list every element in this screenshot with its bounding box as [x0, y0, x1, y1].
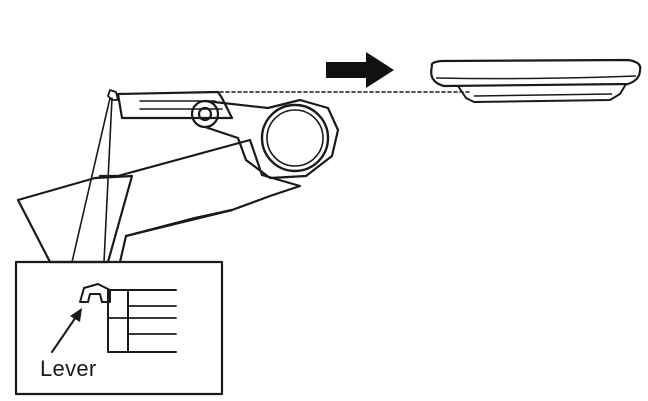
pivot-joint-outer: [190, 99, 220, 129]
handlebar-inner: [266, 109, 324, 167]
arrow-right-icon: [326, 52, 394, 88]
stem-arm-lower: [124, 208, 234, 238]
inset-lever: [79, 283, 111, 303]
lever-pointer-arrowhead: [70, 308, 82, 322]
stem-body: [16, 174, 134, 264]
clamp-band: [203, 98, 340, 180]
lever-label: Lever: [40, 356, 97, 381]
inset-mount-end: [107, 289, 177, 353]
lever-pointer-line: [51, 313, 79, 353]
handlebar-outer: [260, 103, 330, 173]
pivot-joint-inner: [197, 106, 213, 122]
head-unit: [430, 58, 642, 103]
mount-arm: [116, 90, 234, 120]
callout-line-left: [71, 97, 111, 263]
callout-line-right: [103, 97, 113, 263]
inset-box: [14, 260, 224, 396]
